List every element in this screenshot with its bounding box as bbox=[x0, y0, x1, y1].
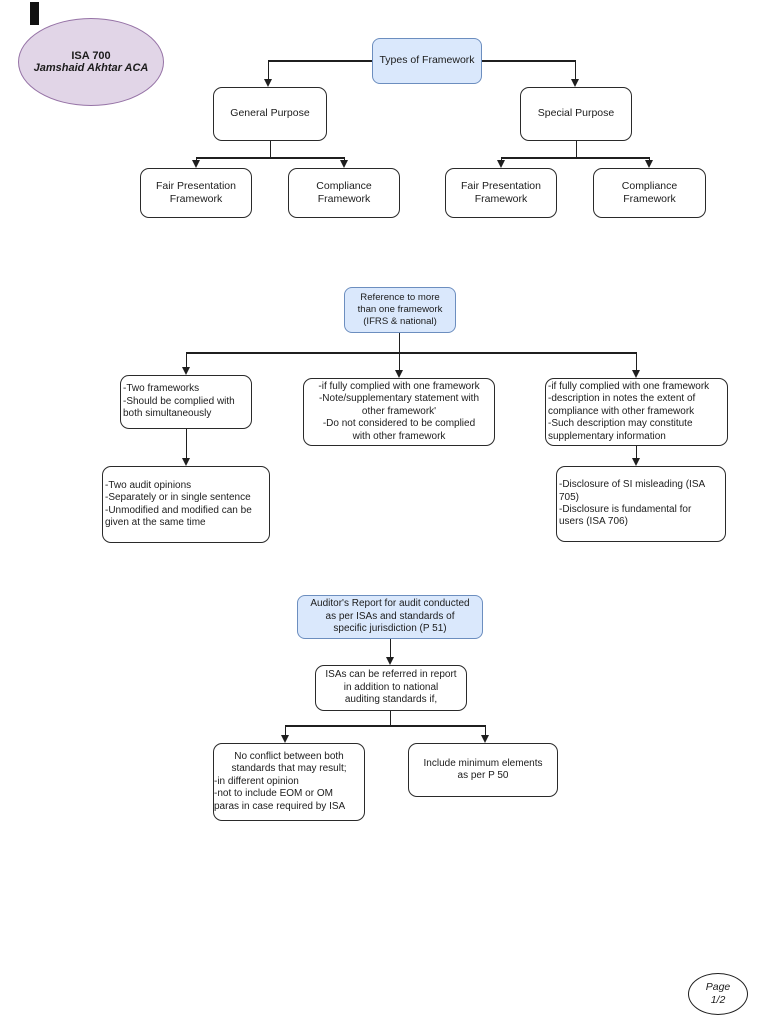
connector-line bbox=[398, 333, 400, 352]
connector-line bbox=[185, 429, 187, 458]
connector-line bbox=[575, 141, 577, 158]
node-auditors-report-jurisdiction: Auditor's Report for audit conducted as … bbox=[297, 595, 483, 639]
connector-line bbox=[268, 60, 372, 62]
connector-line bbox=[196, 157, 345, 159]
node-description-in-notes: -if fully complied with one framework -d… bbox=[545, 378, 728, 446]
node-two-frameworks: -Two frameworks -Should be complied with… bbox=[120, 375, 252, 429]
node-general-fair-presentation: Fair Presentation Framework bbox=[140, 168, 252, 218]
node-label: Auditor's Report for audit conducted as … bbox=[310, 598, 470, 635]
node-label: Types of Framework bbox=[379, 54, 475, 67]
node-special-fair-presentation: Fair Presentation Framework bbox=[445, 168, 557, 218]
page-number-ellipse: Page 1/2 bbox=[688, 973, 748, 1015]
node-isas-referred-condition: ISAs can be referred in report in additi… bbox=[315, 665, 467, 711]
connector-line bbox=[389, 711, 391, 725]
connector-arrowhead bbox=[645, 160, 653, 168]
badge-author: Jamshaid Akhtar ACA bbox=[33, 62, 149, 74]
connector-line bbox=[269, 141, 271, 158]
connector-arrowhead bbox=[395, 370, 403, 378]
connector-line bbox=[284, 725, 286, 735]
connector-arrowhead bbox=[263, 79, 272, 87]
connector-arrowhead bbox=[281, 735, 289, 743]
connector-line bbox=[635, 352, 637, 370]
node-minimum-elements: Include minimum elements as per P 50 bbox=[408, 743, 558, 797]
node-label: -Disclosure of SI misleading (ISA 705) -… bbox=[559, 479, 706, 528]
node-label: Compliance Framework bbox=[316, 179, 372, 205]
connector-arrowhead bbox=[481, 735, 489, 743]
node-label: ISAs can be referred in report in additi… bbox=[325, 669, 457, 706]
connector-arrowhead bbox=[182, 367, 190, 375]
node-general-purpose: General Purpose bbox=[213, 87, 327, 141]
connector-arrowhead bbox=[570, 79, 579, 87]
connector-line bbox=[648, 157, 650, 162]
connector-line bbox=[574, 60, 576, 80]
node-label: Fair Presentation Framework bbox=[461, 179, 541, 205]
connector-arrowhead bbox=[182, 458, 190, 466]
connector-line bbox=[186, 352, 636, 354]
connector-line bbox=[501, 157, 649, 159]
connector-line bbox=[185, 352, 187, 367]
page-number: 1/2 bbox=[710, 994, 726, 1006]
node-label: -Two frameworks -Should be complied with… bbox=[123, 383, 235, 420]
connector-line bbox=[285, 725, 486, 727]
node-label: Compliance Framework bbox=[621, 179, 678, 205]
node-types-of-framework: Types of Framework bbox=[372, 38, 482, 84]
node-label: -if fully complied with one framework -N… bbox=[318, 381, 480, 442]
node-label: Fair Presentation Framework bbox=[156, 179, 236, 205]
connector-line bbox=[484, 725, 486, 735]
page-label: Page bbox=[705, 981, 731, 994]
node-label: Special Purpose bbox=[537, 107, 615, 120]
badge-title: ISA 700 bbox=[71, 50, 111, 62]
node-special-compliance: Compliance Framework bbox=[593, 168, 706, 218]
node-label: -Two audit opinions -Separately or in si… bbox=[105, 479, 252, 528]
node-two-audit-opinions: -Two audit opinions -Separately or in si… bbox=[102, 466, 270, 543]
scan-artifact-mark bbox=[30, 2, 39, 25]
connector-line bbox=[500, 157, 502, 162]
connector-line bbox=[195, 157, 197, 162]
connector-arrowhead bbox=[632, 458, 640, 466]
node-special-purpose: Special Purpose bbox=[520, 87, 632, 141]
title-badge-ellipse: ISA 700 Jamshaid Akhtar ACA bbox=[18, 18, 164, 106]
connector-line bbox=[398, 352, 400, 370]
connector-arrowhead bbox=[632, 370, 640, 378]
connector-arrowhead bbox=[340, 160, 348, 168]
connector-line bbox=[343, 157, 345, 162]
connector-arrowhead bbox=[497, 160, 505, 168]
node-general-compliance: Compliance Framework bbox=[288, 168, 400, 218]
connector-line bbox=[267, 60, 269, 80]
node-label-head: No conflict between both standards that … bbox=[231, 751, 347, 775]
node-note-supplementary: -if fully complied with one framework -N… bbox=[303, 378, 495, 446]
node-disclosure-si: -Disclosure of SI misleading (ISA 705) -… bbox=[556, 466, 726, 542]
node-no-conflict: No conflict between both standards that … bbox=[213, 743, 365, 821]
connector-line bbox=[482, 60, 575, 62]
connector-line bbox=[389, 639, 391, 657]
node-label: -if fully complied with one framework -d… bbox=[548, 381, 710, 442]
node-label-items: -in different opinion -not to include EO… bbox=[214, 775, 346, 812]
connector-line bbox=[635, 446, 637, 458]
node-label: General Purpose bbox=[230, 107, 310, 120]
connector-arrowhead bbox=[386, 657, 394, 665]
node-label: Reference to more than one framework (IF… bbox=[357, 292, 443, 327]
node-label: Include minimum elements as per P 50 bbox=[423, 757, 543, 781]
node-reference-multiple-frameworks: Reference to more than one framework (IF… bbox=[344, 287, 456, 333]
connector-arrowhead bbox=[192, 160, 200, 168]
